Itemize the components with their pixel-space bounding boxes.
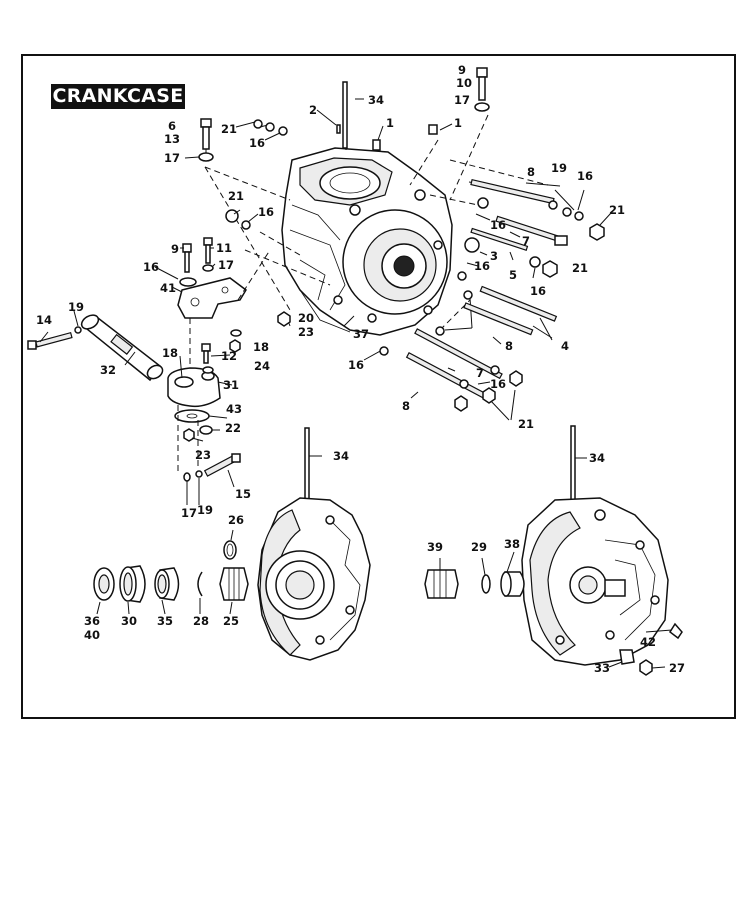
callout-labels: 34 2 1 1 9 10 17 6 13 17 21 16 8 19 16 2… <box>36 63 685 675</box>
callout-label: 22 <box>225 421 241 435</box>
callout-label: 21 <box>221 122 237 136</box>
callout-label: 8 <box>527 165 535 179</box>
callout-label: 43 <box>226 402 242 416</box>
callout-label: 41 <box>160 281 176 295</box>
callout-label: 19 <box>551 161 567 175</box>
diagram-frame <box>21 54 736 719</box>
leader-lines-lower-right <box>439 457 673 669</box>
callout-label: 16 <box>490 377 506 391</box>
callout-label: 4 <box>561 339 569 353</box>
callout-label: 34 <box>368 93 384 107</box>
callout-label: 16 <box>258 205 274 219</box>
callout-label: 35 <box>157 614 173 628</box>
callout-label: 1 <box>386 116 394 130</box>
callout-label: 29 <box>471 540 487 554</box>
callout-label: 16 <box>577 169 593 183</box>
bearing-parts-left <box>93 540 249 603</box>
callout-label: 9 <box>171 242 179 256</box>
callout-label: 9 <box>458 63 466 77</box>
upper-fasteners <box>198 67 605 412</box>
callout-label: 18 <box>253 340 269 354</box>
callout-label: 30 <box>121 614 137 628</box>
callout-label: 33 <box>594 661 610 675</box>
callout-label: 36 <box>84 614 100 628</box>
callout-label: 18 <box>162 346 178 360</box>
callout-label: 40 <box>84 628 100 642</box>
callout-label: 8 <box>505 339 513 353</box>
callout-label: 28 <box>193 614 209 628</box>
callout-label: 23 <box>298 325 314 339</box>
callout-label: 5 <box>509 268 517 282</box>
diagram-title: CRANKCASE <box>51 84 185 109</box>
callout-label: 27 <box>669 661 685 675</box>
callout-label: 19 <box>68 300 84 314</box>
callout-label: 31 <box>223 378 239 392</box>
callout-label: 10 <box>456 76 472 90</box>
callout-label: 19 <box>197 503 213 517</box>
callout-label: 21 <box>609 203 625 217</box>
callout-label: 14 <box>36 313 52 327</box>
callout-label: 17 <box>454 93 470 107</box>
callout-label: 38 <box>504 537 520 551</box>
callout-label: 32 <box>100 363 116 377</box>
callout-label: 7 <box>476 366 484 380</box>
callout-label: 26 <box>228 513 244 527</box>
callout-label: 15 <box>235 487 251 501</box>
callout-label: 17 <box>181 506 197 520</box>
callout-label: 23 <box>195 448 211 462</box>
callout-label: 20 <box>298 311 314 325</box>
callout-label: 21 <box>228 189 244 203</box>
callout-label: 24 <box>254 359 270 373</box>
callout-label: 21 <box>518 417 534 431</box>
callout-label: 7 <box>522 234 530 248</box>
callout-label: 3 <box>490 249 498 263</box>
callout-label: 16 <box>143 260 159 274</box>
leader-lines-lower-left <box>96 455 322 615</box>
callout-label: 1 <box>454 116 462 130</box>
callout-label: 8 <box>402 399 410 413</box>
callout-label: 34 <box>333 449 349 463</box>
callout-label: 16 <box>490 218 506 232</box>
right-case-half <box>521 425 669 666</box>
callout-label: 16 <box>474 259 490 273</box>
callout-label: 13 <box>164 132 180 146</box>
crankcase-assembly <box>281 147 453 336</box>
leader-lines-left <box>39 121 271 505</box>
callout-label: 37 <box>353 327 369 341</box>
bearing-parts-right <box>424 569 683 676</box>
callout-label: 16 <box>348 358 364 372</box>
callout-label: 42 <box>640 635 656 649</box>
engine-mount-assembly <box>27 237 247 482</box>
callout-label: 34 <box>589 451 605 465</box>
callout-label: 39 <box>427 540 443 554</box>
callout-label: 11 <box>216 241 232 255</box>
callout-label: 17 <box>218 258 234 272</box>
callout-label: 6 <box>168 119 176 133</box>
callout-label: 21 <box>572 261 588 275</box>
callout-label: 25 <box>223 614 239 628</box>
left-case-half <box>257 427 371 661</box>
callout-label: 2 <box>309 103 317 117</box>
callout-label: 16 <box>249 136 265 150</box>
callout-label: 12 <box>221 349 237 363</box>
callout-label: 16 <box>530 284 546 298</box>
callout-label: 17 <box>164 151 180 165</box>
